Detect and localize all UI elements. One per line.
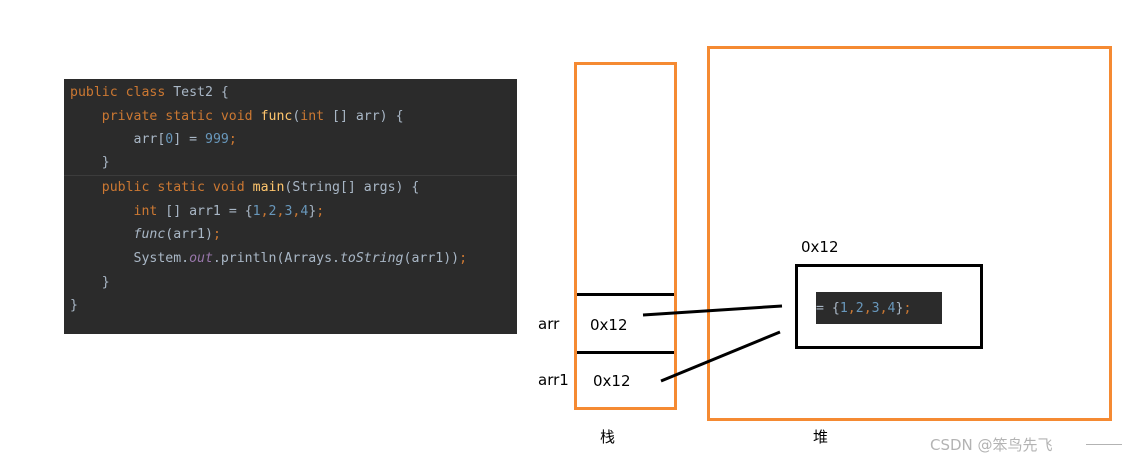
code-token: 0 [165, 132, 174, 147]
code-token: System. [70, 251, 190, 266]
code-token: .println(Arrays. [212, 251, 340, 266]
code-divider [64, 175, 517, 176]
code-token: (arr1) [165, 227, 213, 242]
code-token: } [70, 298, 78, 313]
heap-box [707, 46, 1112, 421]
code-token: Test2 { [173, 85, 229, 100]
code-token: } [70, 275, 110, 290]
heap-array-code-snippet-bg [816, 292, 942, 324]
code-editor-panel [64, 79, 517, 334]
code-token: arr[ [70, 132, 166, 147]
stack-var-arr1-name: arr1 [538, 371, 569, 389]
code-token: 2 [268, 204, 277, 219]
code-token: ; [316, 204, 325, 219]
code-token: , [276, 204, 285, 219]
code-token: , [863, 301, 872, 316]
code-token: , [879, 301, 888, 316]
code-token: = { [816, 301, 840, 316]
code-token: 1 [252, 204, 261, 219]
code-token: } [895, 301, 904, 316]
code-line: public static void main(String[] args) { [70, 177, 420, 199]
code-token: 4 [887, 301, 896, 316]
watermark: CSDN @笨鸟先飞 [930, 436, 1053, 454]
code-token: ; [903, 301, 912, 316]
stack-label: 栈 [600, 428, 616, 446]
code-token: (arr1)) [403, 251, 460, 266]
heap-object-address: 0x12 [801, 238, 839, 256]
code-line: } [70, 152, 110, 174]
code-token: 2 [855, 301, 864, 316]
code-token: , [292, 204, 301, 219]
heap-label: 堆 [813, 428, 829, 446]
code-token: toString [339, 251, 404, 266]
code-token: , [260, 204, 269, 219]
stack-box [574, 62, 677, 410]
stack-var-arr-value: 0x12 [590, 316, 628, 334]
code-token: main [252, 180, 285, 195]
code-token: ] = [173, 132, 205, 147]
code-token: ( [292, 109, 301, 124]
code-token: ; [212, 227, 221, 242]
stack-var-arr-name: arr [538, 315, 560, 333]
code-line: arr[0] = 999; [70, 129, 237, 151]
heap-array-object [795, 264, 983, 349]
code-token: func [133, 227, 166, 242]
code-line: } [70, 295, 78, 317]
code-token: int [300, 109, 325, 124]
code-token: ; [228, 132, 237, 147]
stack-frame-top-divider [577, 293, 674, 296]
code-token: func [260, 109, 293, 124]
code-line: System.out.println(Arrays.toString(arr1)… [70, 248, 468, 270]
code-token: } [308, 204, 317, 219]
code-token: 4 [300, 204, 309, 219]
code-token: private static void [101, 109, 261, 124]
stack-var-arr1-value: 0x12 [593, 372, 631, 390]
code-token: 3 [871, 301, 880, 316]
code-token: 1 [839, 301, 848, 316]
code-token: ; [459, 251, 468, 266]
code-token: public class [70, 85, 174, 100]
code-token: int [133, 204, 158, 219]
code-line: int [] arr1 = {1,2,3,4}; [70, 201, 325, 223]
code-token: } [70, 155, 110, 170]
code-token: (String[] args) { [284, 180, 420, 195]
code-line: } [70, 272, 110, 294]
arr-reference-line [642, 304, 783, 317]
code-token: , [847, 301, 856, 316]
code-line: private static void func(int [] arr) { [70, 106, 404, 128]
code-line: func(arr1); [70, 224, 221, 246]
code-token: [] arr) { [324, 109, 404, 124]
watermark-dash [1086, 444, 1122, 445]
code-token: [] arr1 = { [157, 204, 253, 219]
code-token: 999 [205, 132, 229, 147]
code-token: 3 [284, 204, 293, 219]
code-token: out [189, 251, 213, 266]
heap-array-code-snippet: = {1,2,3,4}; [816, 298, 911, 320]
code-token: public static void [101, 180, 253, 195]
code-line: public class Test2 { [70, 82, 229, 104]
stack-frame-middle-divider [577, 351, 674, 354]
arr1-reference-line [660, 330, 781, 383]
